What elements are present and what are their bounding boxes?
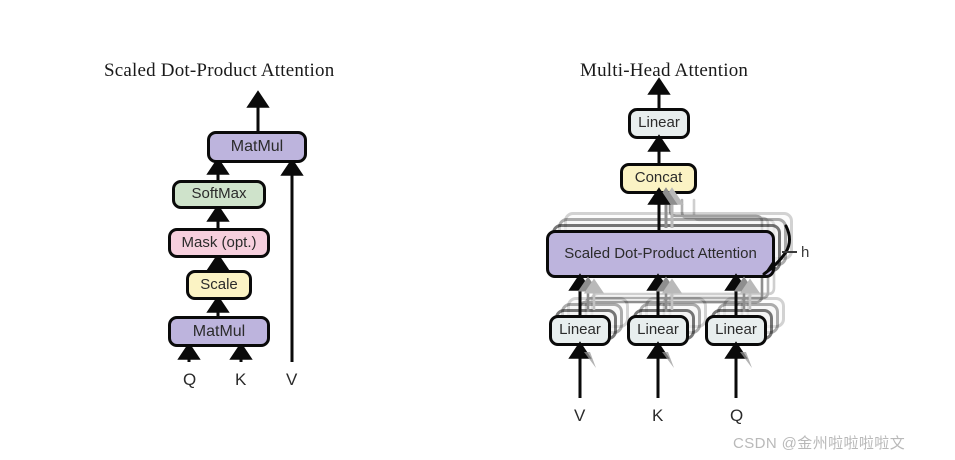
node-label: Mask (opt.) bbox=[181, 233, 257, 251]
node-label: Concat bbox=[634, 169, 683, 187]
node-label: MatMul bbox=[192, 322, 246, 340]
node-scaled-dot-product-attention[interactable]: Scaled Dot-Product Attention bbox=[546, 230, 775, 278]
page-title-scaled-dot-product-attention: Scaled Dot-Product Attention bbox=[104, 60, 335, 81]
node-label: Linear bbox=[637, 321, 679, 339]
node-label: Linear bbox=[638, 114, 680, 132]
node-label: Scaled Dot-Product Attention bbox=[564, 244, 757, 262]
node-matmul-bottom[interactable]: MatMul bbox=[168, 316, 270, 347]
input-label-k-left: K bbox=[235, 370, 247, 389]
watermark: CSDN @金州啦啦啦啦文 bbox=[733, 435, 906, 452]
input-label-k-right: K bbox=[652, 406, 664, 425]
node-linear-k[interactable]: Linear bbox=[627, 315, 689, 346]
node-label: Linear bbox=[559, 321, 601, 339]
node-scale[interactable]: Scale bbox=[186, 270, 252, 300]
input-label-v-right: V bbox=[574, 406, 586, 425]
node-linear-v[interactable]: Linear bbox=[549, 315, 611, 346]
node-label: MatMul bbox=[230, 138, 284, 156]
node-label: Linear bbox=[715, 321, 757, 339]
input-label-v-left: V bbox=[286, 370, 298, 389]
annotation-heads-count: h bbox=[801, 244, 810, 261]
node-label: SoftMax bbox=[191, 185, 247, 203]
node-softmax[interactable]: SoftMax bbox=[172, 180, 266, 209]
node-mask[interactable]: Mask (opt.) bbox=[168, 228, 270, 258]
node-linear-output[interactable]: Linear bbox=[628, 108, 690, 139]
input-label-q-right: Q bbox=[730, 406, 744, 425]
node-matmul-top[interactable]: MatMul bbox=[207, 131, 307, 163]
node-linear-q[interactable]: Linear bbox=[705, 315, 767, 346]
node-concat[interactable]: Concat bbox=[620, 163, 697, 194]
input-label-q-left: Q bbox=[183, 370, 197, 389]
input-to-linear-arrows bbox=[568, 341, 752, 398]
node-label: Scale bbox=[200, 275, 238, 293]
page-title-multi-head-attention: Multi-Head Attention bbox=[580, 60, 749, 81]
